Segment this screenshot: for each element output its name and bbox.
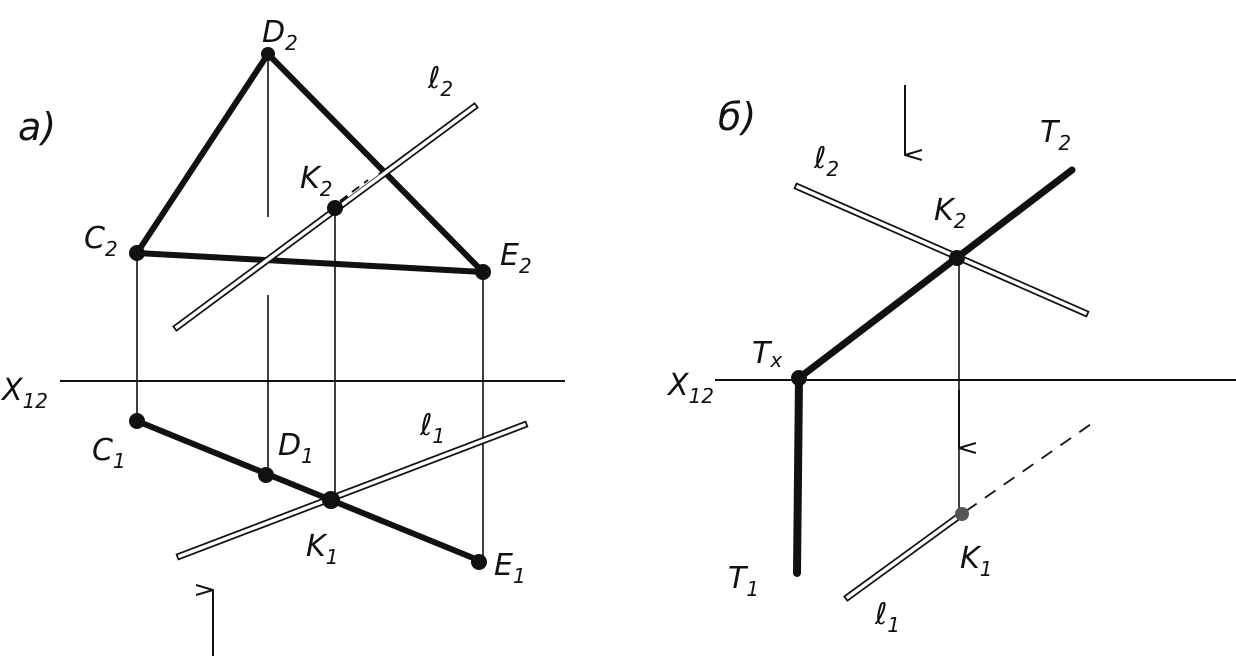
label-e1: E1 [494,548,526,588]
label-d1: D1 [278,428,314,468]
line-l2-a [172,102,479,332]
edge-c2-e2 [134,250,486,275]
point-c1 [129,413,145,429]
panel-b: б) X12 T2 ℓ2 K2 Tx T1 K1 ℓ1 [666,85,1236,637]
label-d2: D2 [262,15,298,55]
label-c1: C1 [92,433,126,473]
point-k2 [327,200,343,216]
point-k1 [322,491,340,509]
line-l1-a [175,420,529,561]
label-k1: K1 [306,529,338,569]
edge-d2-e2 [265,51,486,275]
panel-b-caption: б) [718,95,756,139]
axis-label-b: X12 [666,368,714,408]
point-e1 [471,554,487,570]
line-l2-b [793,182,1090,318]
label-k2-b: K2 [934,193,966,233]
point-tx [791,370,807,386]
label-k1-b: K1 [960,541,992,581]
label-l2-a: ℓ2 [427,61,453,101]
point-d2 [261,47,275,61]
panel-a: a) X12 D2 C2 E2 K2 ℓ2 C1 D1 K1 E1 ℓ1 [0,15,565,656]
line-t1 [793,374,803,577]
panel-a-caption: a) [18,105,56,149]
line-l1-b [843,421,1095,602]
point-c2 [129,245,145,261]
label-tx: Tx [752,336,782,372]
edge-c1-e1 [134,418,486,565]
label-e2: E2 [500,238,532,278]
label-t1: T1 [728,561,759,601]
axis-label-a: X12 [0,373,48,413]
point-k1-b [955,507,969,521]
label-k2: K2 [300,161,332,201]
label-l1-a: ℓ1 [419,408,445,448]
edge-c2-d2 [134,51,271,256]
label-t2: T2 [1040,115,1071,155]
label-c2: C2 [84,221,118,261]
point-d1 [258,467,274,483]
line-t2 [795,166,1076,382]
label-l1-b: ℓ1 [874,597,900,637]
point-e2 [475,264,491,280]
label-l2-b: ℓ2 [813,141,839,181]
point-k2-b [949,250,965,266]
